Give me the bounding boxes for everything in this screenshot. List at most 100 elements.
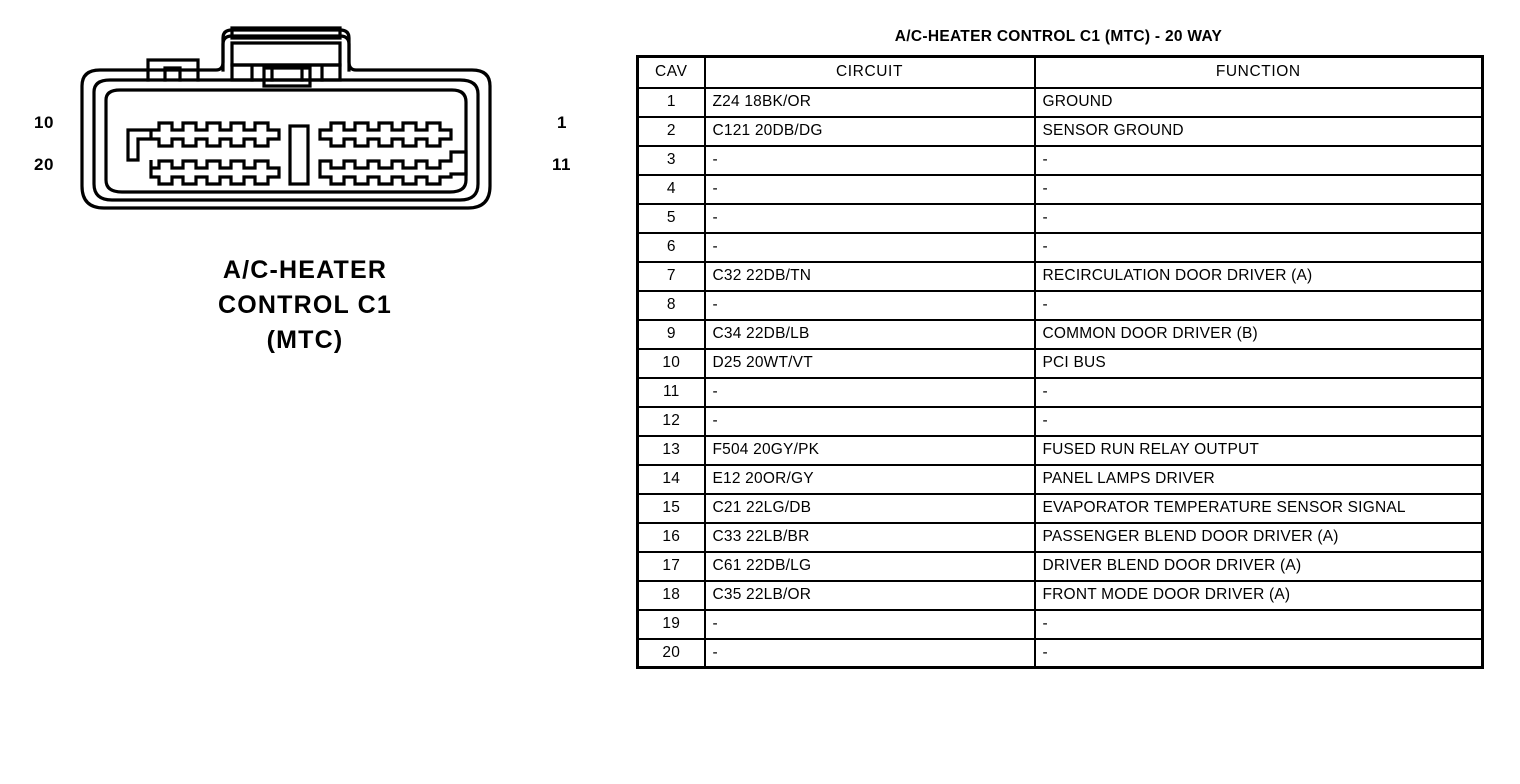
connector-caption-line-1: A/C-HEATER bbox=[222, 256, 388, 284]
cell-cav: 14 bbox=[636, 463, 706, 495]
cell-cav: 3 bbox=[636, 144, 706, 176]
cell-cav: 12 bbox=[636, 405, 706, 437]
cell-cav: 17 bbox=[636, 550, 706, 582]
cell-circuit: - bbox=[703, 144, 1036, 176]
column-header-cav: CAV bbox=[636, 55, 706, 89]
cell-cav: 5 bbox=[636, 202, 706, 234]
cell-function: - bbox=[1033, 608, 1484, 640]
cell-function: - bbox=[1033, 637, 1484, 669]
table-row: 19-- bbox=[636, 608, 1484, 640]
cell-function: - bbox=[1033, 144, 1484, 176]
cell-cav: 13 bbox=[636, 434, 706, 466]
cell-function: - bbox=[1033, 376, 1484, 408]
cell-cav: 4 bbox=[636, 173, 706, 205]
cell-circuit: E12 20OR/GY bbox=[703, 463, 1036, 495]
pin-number-label-top-right: 1 bbox=[557, 113, 567, 132]
cell-circuit: - bbox=[703, 173, 1036, 205]
cell-cav: 2 bbox=[636, 115, 706, 147]
cell-cav: 19 bbox=[636, 608, 706, 640]
cell-function: - bbox=[1033, 405, 1484, 437]
table-header-row: CAV CIRCUIT FUNCTION bbox=[636, 55, 1484, 89]
cell-function: SENSOR GROUND bbox=[1033, 115, 1484, 147]
cell-circuit: C34 22DB/LB bbox=[703, 318, 1036, 350]
connector-face-view bbox=[20, 8, 590, 233]
cell-cav: 20 bbox=[636, 637, 706, 669]
cavity-cluster-right bbox=[318, 121, 468, 186]
cell-cav: 1 bbox=[636, 86, 706, 118]
cell-function: - bbox=[1033, 202, 1484, 234]
cell-function: PCI BUS bbox=[1033, 347, 1484, 379]
connector-caption-line-2: CONTROL C1 bbox=[217, 291, 393, 319]
cell-circuit: C32 22DB/TN bbox=[703, 260, 1036, 292]
cell-function: - bbox=[1033, 173, 1484, 205]
cell-circuit: F504 20GY/PK bbox=[703, 434, 1036, 466]
cell-circuit: - bbox=[703, 289, 1036, 321]
cell-function: PASSENGER BLEND DOOR DRIVER (A) bbox=[1033, 521, 1484, 553]
cell-cav: 18 bbox=[636, 579, 706, 611]
table-header: CAV CIRCUIT FUNCTION bbox=[636, 55, 1484, 89]
table-row: 4-- bbox=[636, 173, 1484, 205]
cell-function: PANEL LAMPS DRIVER bbox=[1033, 463, 1484, 495]
pin-number-label-bottom-left: 20 bbox=[34, 155, 54, 174]
column-header-function: FUNCTION bbox=[1033, 55, 1484, 89]
cell-circuit: C21 22LG/DB bbox=[703, 492, 1036, 524]
cell-function: EVAPORATOR TEMPERATURE SENSOR SIGNAL bbox=[1033, 492, 1484, 524]
cell-cav: 11 bbox=[636, 376, 706, 408]
cell-function: FUSED RUN RELAY OUTPUT bbox=[1033, 434, 1484, 466]
pin-number-label-bottom-right: 11 bbox=[552, 155, 571, 174]
cell-function: FRONT MODE DOOR DRIVER (A) bbox=[1033, 579, 1484, 611]
cell-cav: 16 bbox=[636, 521, 706, 553]
table-row: 11-- bbox=[636, 376, 1484, 408]
cell-cav: 7 bbox=[636, 260, 706, 292]
cell-circuit: C35 22LB/OR bbox=[703, 579, 1036, 611]
connector-drawing-svg bbox=[80, 26, 492, 210]
cell-function: COMMON DOOR DRIVER (B) bbox=[1033, 318, 1484, 350]
cell-circuit: - bbox=[703, 608, 1036, 640]
cell-cav: 10 bbox=[636, 347, 706, 379]
cell-circuit: Z24 18BK/OR bbox=[703, 86, 1036, 118]
table-row: 12-- bbox=[636, 405, 1484, 437]
cell-function: - bbox=[1033, 289, 1484, 321]
table-row: 6-- bbox=[636, 231, 1484, 263]
table-row: 8-- bbox=[636, 289, 1484, 321]
cell-circuit: C121 20DB/DG bbox=[703, 115, 1036, 147]
cell-circuit: - bbox=[703, 637, 1036, 669]
connector-caption-line-3: (MTC) bbox=[266, 326, 344, 354]
table-row: 3-- bbox=[636, 144, 1484, 176]
cell-circuit: - bbox=[703, 376, 1036, 408]
cell-circuit: - bbox=[703, 405, 1036, 437]
cell-circuit: - bbox=[703, 202, 1036, 234]
connector-outer-shell bbox=[80, 34, 492, 210]
table-row: 20-- bbox=[636, 637, 1484, 669]
cell-circuit: C61 22DB/LG bbox=[703, 550, 1036, 582]
cell-function: RECIRCULATION DOOR DRIVER (A) bbox=[1033, 260, 1484, 292]
cell-cav: 8 bbox=[636, 289, 706, 321]
cell-cav: 9 bbox=[636, 318, 706, 350]
pin-number-label-top-left: 10 bbox=[34, 113, 54, 132]
center-divider-key bbox=[288, 124, 310, 186]
connector-illustration-panel: 10 20 1 11 A/C-HEATER CONTROL C1 (MTC) bbox=[0, 0, 610, 784]
cell-cav: 15 bbox=[636, 492, 706, 524]
pinout-table-panel: A/C-HEATER CONTROL C1 (MTC) - 20 WAY CAV… bbox=[636, 0, 1496, 784]
cavity-cluster-left bbox=[126, 121, 281, 186]
cell-circuit: - bbox=[703, 231, 1036, 263]
table-title: A/C-HEATER CONTROL C1 (MTC) - 20 WAY bbox=[894, 28, 1223, 45]
cell-circuit: C33 22LB/BR bbox=[703, 521, 1036, 553]
cell-function: - bbox=[1033, 231, 1484, 263]
cell-circuit: D25 20WT/VT bbox=[703, 347, 1036, 379]
connector-caption: A/C-HEATER CONTROL C1 (MTC) bbox=[0, 253, 610, 358]
table-row: 5-- bbox=[636, 202, 1484, 234]
